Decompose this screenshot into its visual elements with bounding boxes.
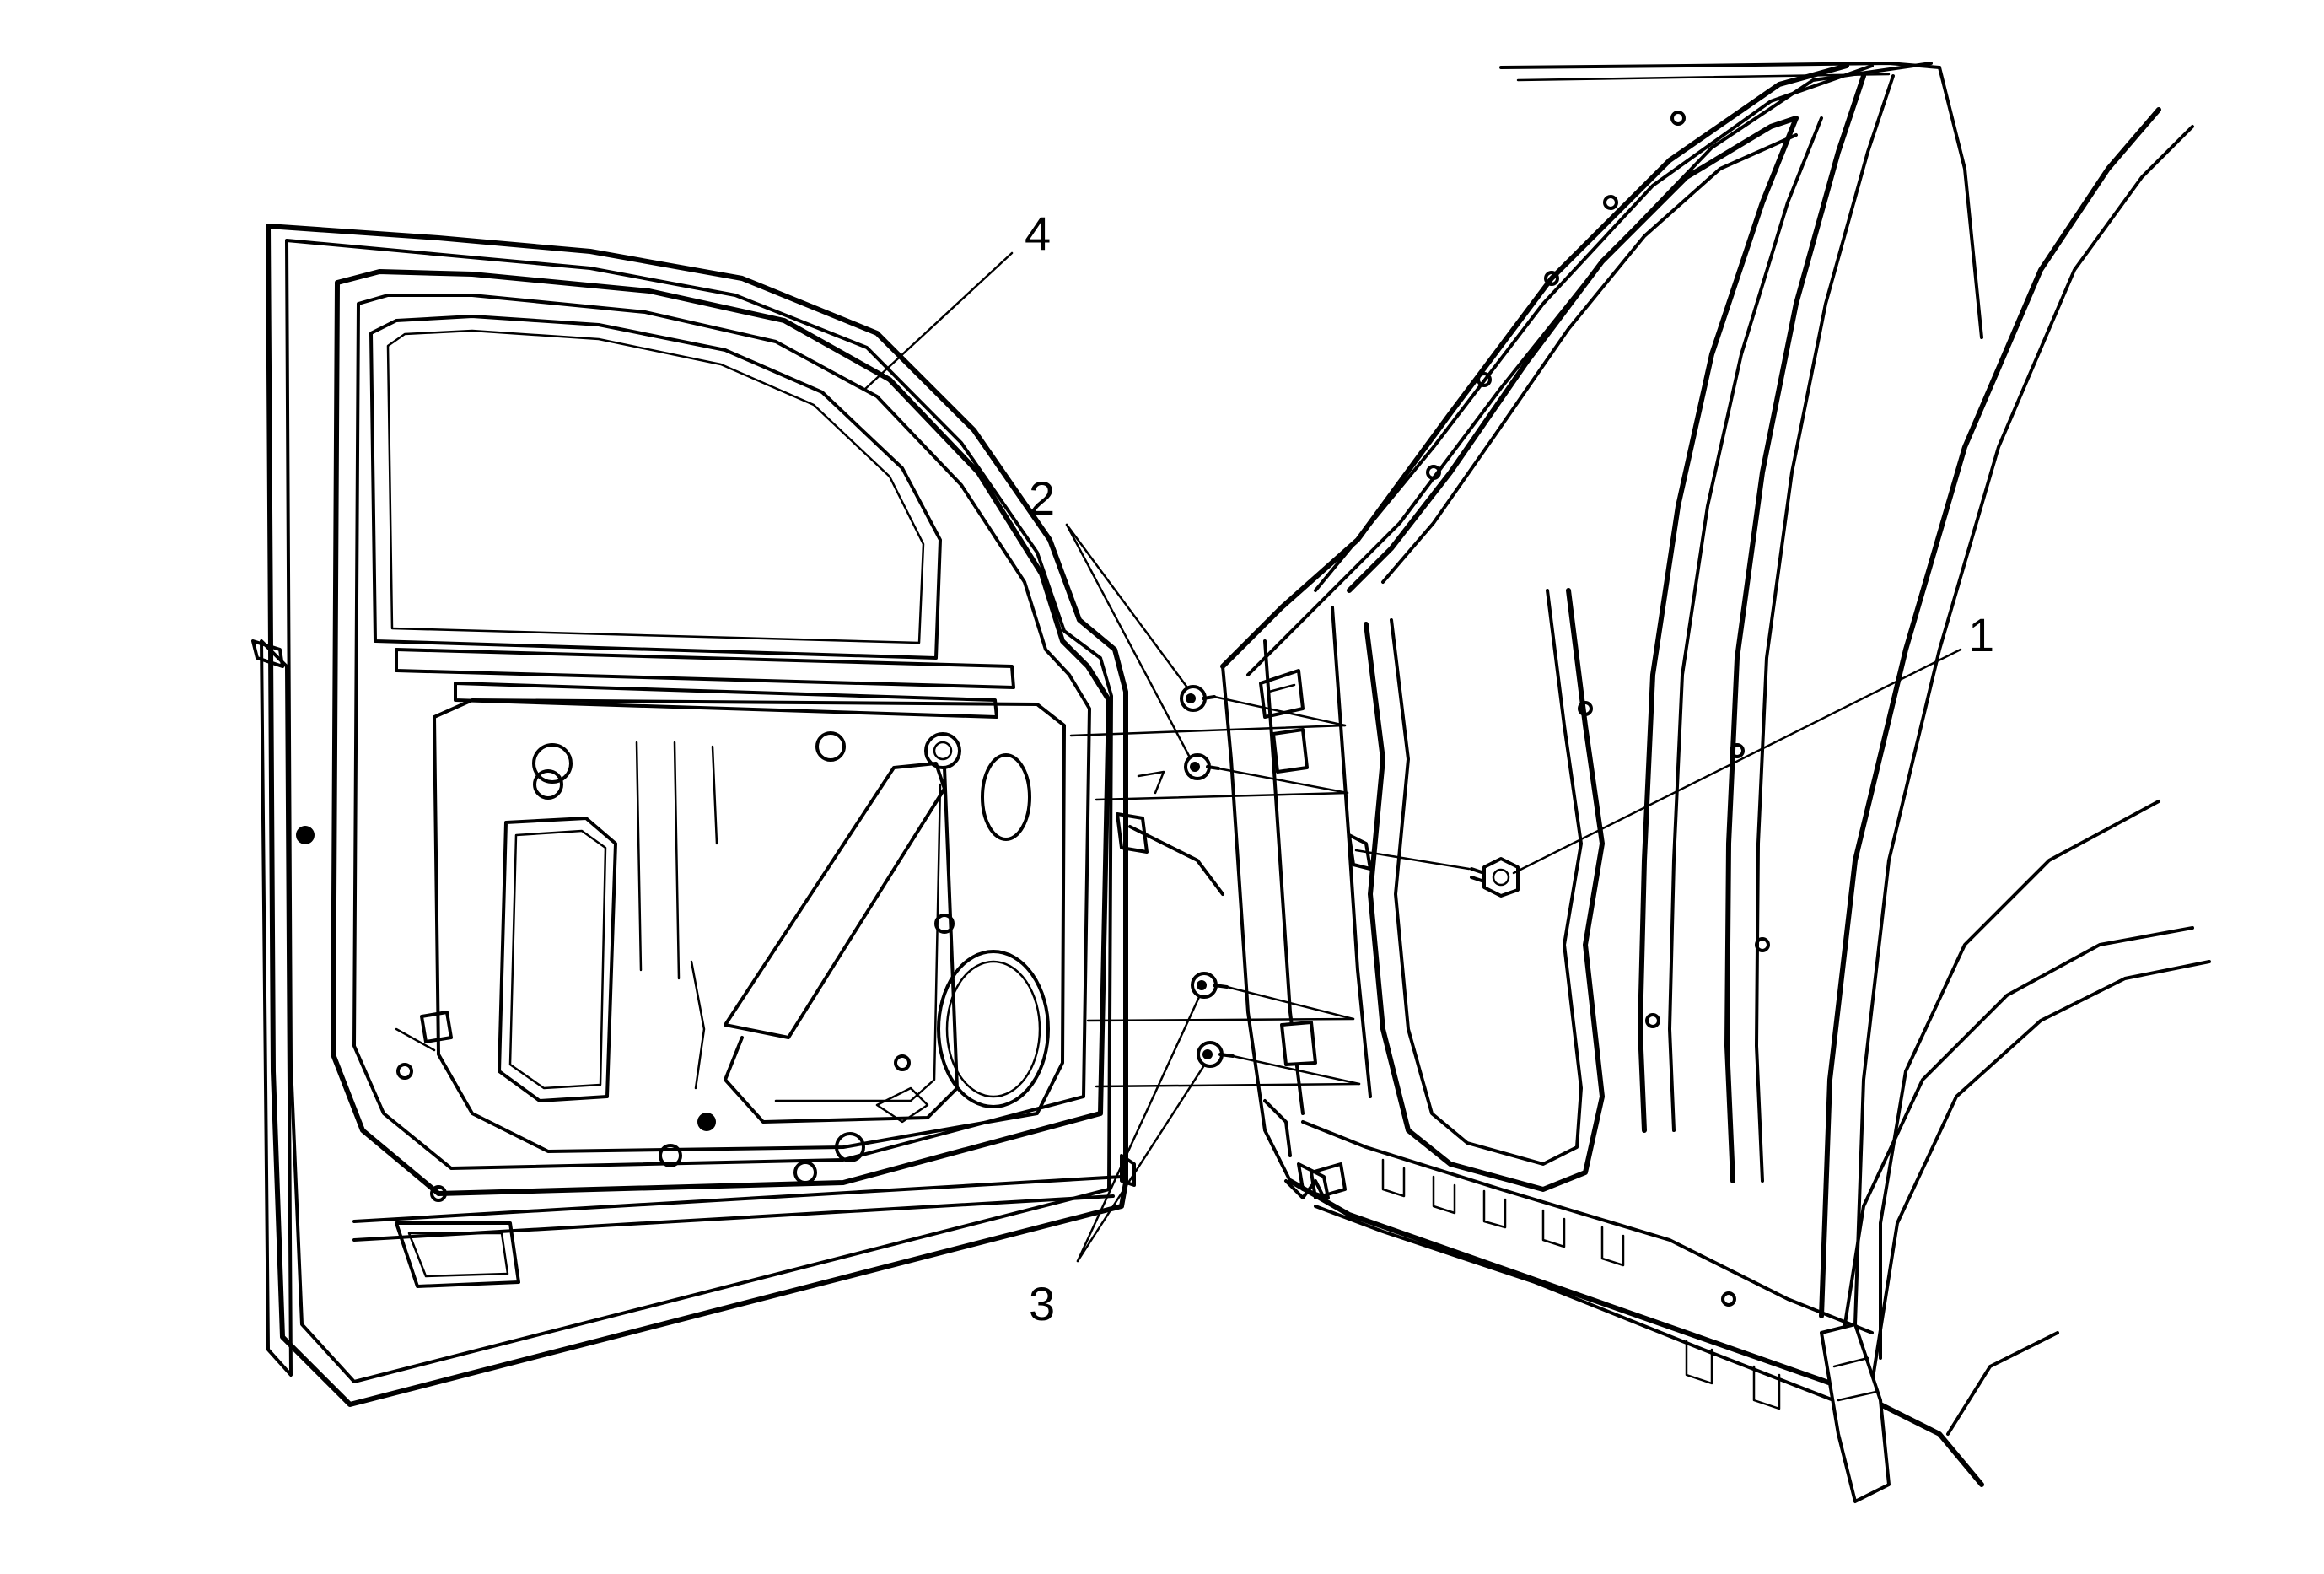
window-opening	[369, 315, 942, 660]
lower-hinge-bolt-2	[1197, 1041, 1235, 1068]
door-outer-edge	[266, 224, 1128, 1407]
door-check-bolt	[1470, 857, 1520, 898]
roof-rail	[1499, 62, 1941, 69]
door-pocket	[395, 1221, 520, 1288]
door-opening-front	[1347, 116, 1799, 593]
oval-cutout	[981, 753, 1031, 841]
door-inner-edge	[285, 239, 1113, 1383]
wiring-harness	[1284, 1179, 1326, 1199]
upper-hinge-bracket	[1272, 728, 1309, 774]
door-seal	[1364, 588, 1605, 1192]
leader-2b	[1065, 523, 1191, 757]
rear-door-opening	[1819, 107, 2161, 1318]
grommet	[924, 732, 961, 769]
b-pillar-front	[1638, 116, 1799, 1133]
speaker-opening	[937, 950, 1050, 1108]
leader-3b	[1076, 1064, 1206, 1263]
callout-leaders	[863, 251, 1962, 1263]
window-frame-outer	[331, 269, 1111, 1196]
leader-4	[863, 251, 1014, 391]
lower-hinge-bolt-1	[1191, 972, 1229, 999]
regulator-track	[724, 766, 959, 1124]
inner-panel-opening	[433, 698, 1066, 1153]
callout-2: 2	[1029, 472, 1055, 525]
leader-1	[1512, 648, 1962, 875]
hinge-pillar	[1221, 665, 1292, 1183]
window-frame-inner	[352, 294, 1091, 1170]
upper-alignment-line-1	[1213, 695, 1347, 727]
b-pillar-rear	[1724, 73, 1866, 1183]
vehicle-body	[1220, 62, 2211, 1503]
upper-hinge-bolt-2	[1184, 753, 1220, 780]
belt-rail-lower	[454, 682, 998, 719]
window-regulator	[724, 762, 946, 1039]
leader-3a	[1076, 995, 1201, 1263]
callout-3: 3	[1029, 1277, 1055, 1330]
rear-wheel-arch	[1837, 926, 2194, 1368]
rocker-sill	[1288, 1178, 1984, 1487]
upper-alignment-line-2	[1217, 767, 1349, 795]
lower-door-trim	[352, 1175, 1123, 1223]
callout-4: 4	[1025, 207, 1051, 260]
a-pillar-outer	[1220, 63, 1849, 669]
front-door	[251, 224, 1128, 1407]
window-opening-inner	[386, 329, 925, 644]
belt-rail	[395, 648, 1015, 689]
rear-pillar-foot	[1820, 1323, 1891, 1503]
callout-1: 1	[1968, 608, 1994, 661]
leader-2a	[1065, 523, 1189, 689]
hinge-hardware	[1069, 685, 1520, 1187]
access-hole-left	[498, 817, 617, 1102]
door-hinge-face	[260, 639, 293, 1377]
access-hole-left-inner	[508, 829, 607, 1090]
upper-hinge-bolt-1	[1180, 685, 1216, 712]
lower-hinge-bracket	[1280, 1021, 1317, 1066]
